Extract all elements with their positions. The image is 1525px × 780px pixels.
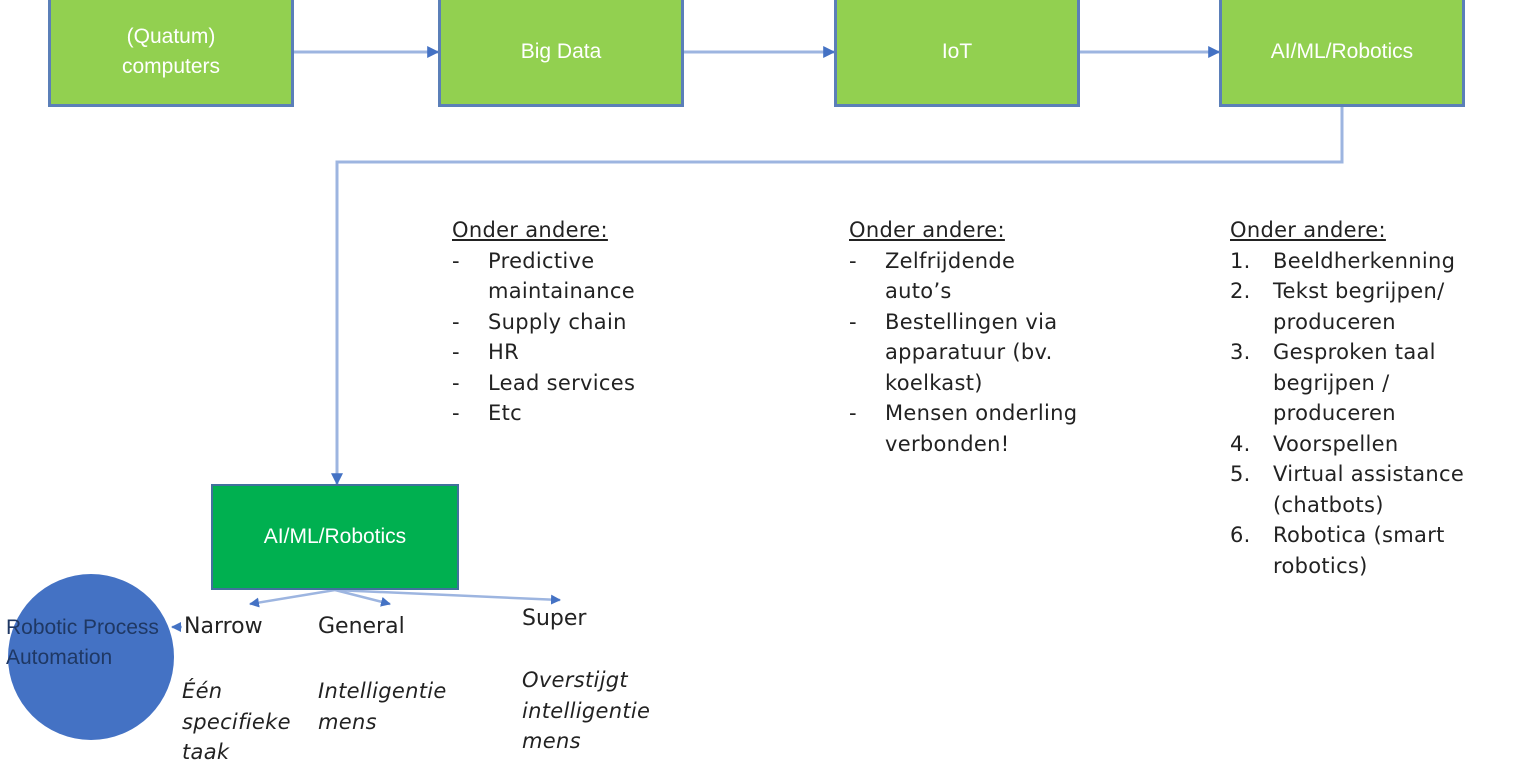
notes-ai-heading: Onder andere: <box>1230 218 1386 242</box>
list-item-text: Gesproken taal begrijpen / produceren <box>1273 340 1436 425</box>
box-ai-top-label: AI/ML/Robotics <box>1270 40 1414 63</box>
list-marker: - <box>452 309 460 334</box>
ai-type-narrow-label: Narrow <box>184 614 263 639</box>
list-marker: - <box>452 370 460 395</box>
connector-ai-to-main <box>331 107 1344 486</box>
rpa-circle <box>8 574 174 740</box>
list-item: - Supply chain <box>452 307 712 338</box>
list-marker: 5. <box>1230 462 1251 486</box>
list-marker: 6. <box>1230 523 1251 547</box>
list-marker: - <box>452 248 460 273</box>
list-marker: 4. <box>1230 431 1251 456</box>
list-item-text: Virtual assistance (chatbots) <box>1273 462 1465 517</box>
list-item: - Predictive maintainance <box>452 246 712 307</box>
list-marker: - <box>849 309 857 334</box>
list-item-text: Robotica (smart robotics) <box>1273 523 1445 578</box>
box-iot: IoT <box>834 0 1080 107</box>
list-item-text: HR <box>488 340 519 364</box>
list-item: - Bestellingen via apparatuur (bv. koelka… <box>849 307 1079 399</box>
box-quantum-label: (Quatum) computers <box>121 25 221 78</box>
branch-narrow <box>249 588 336 608</box>
list-marker: - <box>452 401 460 425</box>
list-item: 4. Voorspellen <box>1230 429 1515 460</box>
box-quantum-computers: (Quatum) computers <box>48 0 294 107</box>
list-item: 6. Robotica (smart robotics) <box>1230 520 1515 581</box>
list-item-text: Beeldherkenning <box>1273 248 1456 273</box>
list-item: - HR <box>452 337 712 368</box>
ai-type-general-description: Intelligentie mens <box>318 679 447 734</box>
list-item-text: Lead services <box>488 370 636 395</box>
list-item-text: Zelfrijdende auto’s <box>885 248 1016 304</box>
list-item: - Zelfrijdende auto’s <box>849 246 1079 307</box>
list-item-text: Etc <box>488 401 522 425</box>
list-item-text: Bestellingen via apparatuur (bv. koelkas… <box>885 309 1058 395</box>
ai-type-super-label: Super <box>522 606 587 631</box>
ai-type-general-label: General <box>318 614 405 639</box>
list-marker: - <box>849 248 857 273</box>
notes-big-data-heading: Onder andere: <box>452 218 608 242</box>
list-marker: - <box>849 401 857 425</box>
branch-general <box>334 588 391 607</box>
notes-iot-list: - Zelfrijdende auto’s - Bestellingen via a… <box>849 246 1079 460</box>
notes-ai-list: 1. Beeldherkenning 2. Tekst begrijpen/ pro… <box>1230 246 1515 582</box>
list-item: 2. Tekst begrijpen/ produceren <box>1230 276 1515 337</box>
box-iot-label: IoT <box>941 40 973 63</box>
list-item: - Lead services <box>452 368 712 399</box>
list-marker: 1. <box>1230 248 1251 273</box>
list-item-text: Voorspellen <box>1273 431 1399 456</box>
notes-iot-heading: Onder andere: <box>849 218 1005 242</box>
box-bigdata-label: Big Data <box>520 40 602 63</box>
list-marker: 2. <box>1230 279 1251 303</box>
ai-type-super-description: Overstijgt intelligentie mens <box>522 668 651 753</box>
box-ai-ml-robotics-top: AI/ML/Robotics <box>1219 0 1465 107</box>
box-ai-ml-robotics-main: AI/ML/Robotics <box>211 484 459 590</box>
notes-ai: Onder andere: 1. Beeldherkenning 2. Tekst … <box>1230 215 1515 581</box>
notes-big-data-list: - Predictive maintainance - Supply chain -… <box>452 246 712 429</box>
list-item-text: Supply chain <box>488 309 627 334</box>
list-item-text: Tekst begrijpen/ produceren <box>1273 279 1445 334</box>
list-item: 5. Virtual assistance (chatbots) <box>1230 459 1515 520</box>
list-marker: 3. <box>1230 340 1251 364</box>
ai-type-narrow-description: Één specifieke taak <box>182 679 291 764</box>
list-item: - Mensen onderling verbonden! <box>849 398 1079 459</box>
list-item: 1. Beeldherkenning <box>1230 246 1515 277</box>
box-ai-main-label: AI/ML/Robotics <box>263 525 407 548</box>
notes-big-data: Onder andere: - Predictive maintainance -… <box>452 215 712 429</box>
branch-super <box>334 588 561 605</box>
box-big-data: Big Data <box>438 0 684 107</box>
list-item-text: Predictive maintainance <box>488 248 635 304</box>
list-item-text: Mensen onderling verbonden! <box>885 401 1078 456</box>
rpa-label: Robotic Process Automation <box>6 616 159 669</box>
list-marker: - <box>452 340 460 364</box>
list-item: - Etc <box>452 398 712 429</box>
notes-iot: Onder andere: - Zelfrijdende auto’s - Best… <box>849 215 1079 459</box>
list-item: 3. Gesproken taal begrijpen / produceren <box>1230 337 1515 429</box>
